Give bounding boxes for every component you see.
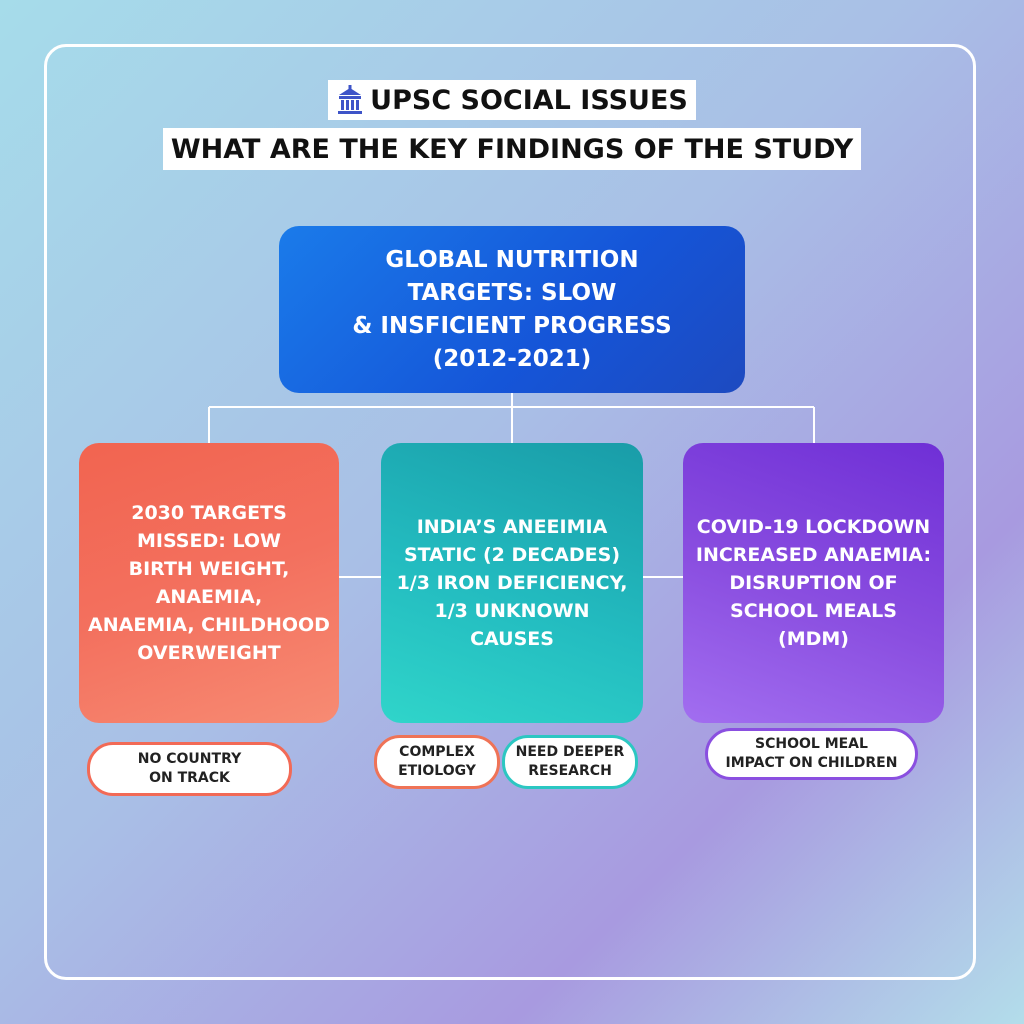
tag-need-deeper-research: NEED DEEPER RESEARCH (502, 735, 638, 789)
root-node: GLOBAL NUTRITION TARGETS: SLOW & INSFICI… (279, 226, 745, 393)
branch-node-targets-missed: 2030 TARGETS MISSED: LOW BIRTH WEIGHT, A… (79, 443, 339, 723)
branch-node-covid-lockdown: COVID-19 LOCKDOWN INCREASED ANAEMIA: DIS… (683, 443, 944, 723)
branch-node-india-anaemia: INDIA’S ANEEIMIA STATIC (2 DECADES) 1/3 … (381, 443, 643, 723)
header-line-1: UPSC SOCIAL ISSUES (0, 80, 1024, 120)
branch-node-text: COVID-19 LOCKDOWN INCREASED ANAEMIA: DIS… (695, 516, 932, 650)
branch-node-text: INDIA’S ANEEIMIA STATIC (2 DECADES) 1/3 … (396, 516, 628, 650)
tag-text: SCHOOL MEAL IMPACT ON CHILDREN (725, 736, 898, 771)
tag-school-meal-impact: SCHOOL MEAL IMPACT ON CHILDREN (705, 728, 918, 780)
header-subtitle: WHAT ARE THE KEY FINDINGS OF THE STUDY (170, 133, 854, 165)
outer-frame (44, 44, 976, 980)
tag-complex-etiology: COMPLEX ETIOLOGY (374, 735, 500, 789)
root-node-text: GLOBAL NUTRITION TARGETS: SLOW & INSFICI… (352, 246, 672, 372)
header-title: UPSC SOCIAL ISSUES (370, 84, 688, 116)
tag-no-country-on-track: NO COUNTRY ON TRACK (87, 742, 292, 796)
tag-text: COMPLEX ETIOLOGY (398, 744, 476, 779)
branch-node-text: 2030 TARGETS MISSED: LOW BIRTH WEIGHT, A… (88, 502, 330, 664)
tag-text: NO COUNTRY ON TRACK (137, 751, 242, 786)
temple-icon (338, 85, 363, 114)
tag-text: NEED DEEPER RESEARCH (515, 744, 625, 779)
header-line-2: WHAT ARE THE KEY FINDINGS OF THE STUDY (0, 128, 1024, 170)
